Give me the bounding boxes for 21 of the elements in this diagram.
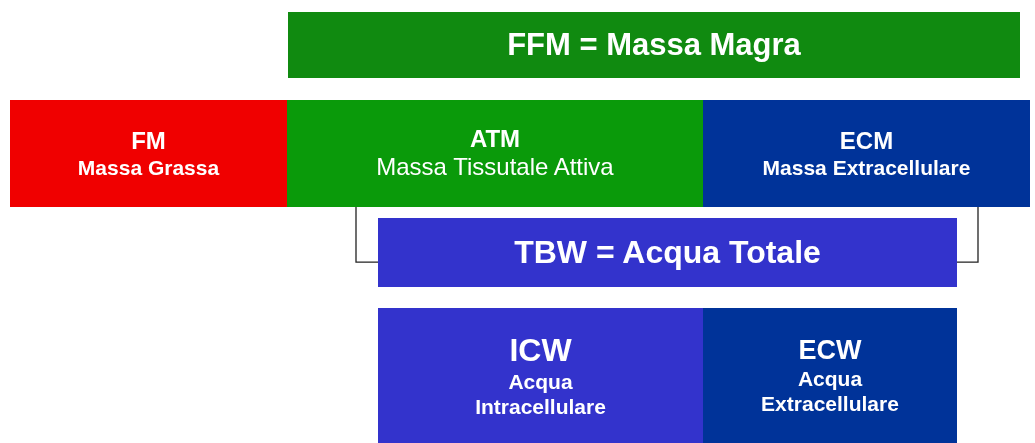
block-title: ATM (469, 125, 521, 153)
block-subtitle: Massa Extracellulare (762, 154, 971, 180)
label-block (703, 100, 1030, 207)
block-title: ICW (509, 331, 572, 369)
label-block (378, 218, 957, 287)
block-subtitle: Acqua Extracellulare (760, 365, 900, 417)
block-title: ECM (839, 127, 894, 155)
label-block (10, 100, 287, 207)
block-title: ECW (798, 334, 862, 366)
label-block (703, 308, 957, 443)
block-subtitle: Massa Tissutale Attiva (376, 152, 614, 182)
label-block (288, 12, 1020, 78)
block-title: FM (131, 127, 166, 155)
block-subtitle: Acqua Intracellulare (474, 368, 607, 420)
connector-line (355, 206, 379, 263)
label-block (287, 100, 703, 207)
block-title: FFM = Massa Magra (507, 27, 801, 63)
label-block (378, 308, 703, 443)
block-title: TBW = Acqua Totale (514, 234, 821, 271)
block-subtitle: Massa Grassa (77, 154, 220, 180)
connector-line (956, 206, 979, 263)
